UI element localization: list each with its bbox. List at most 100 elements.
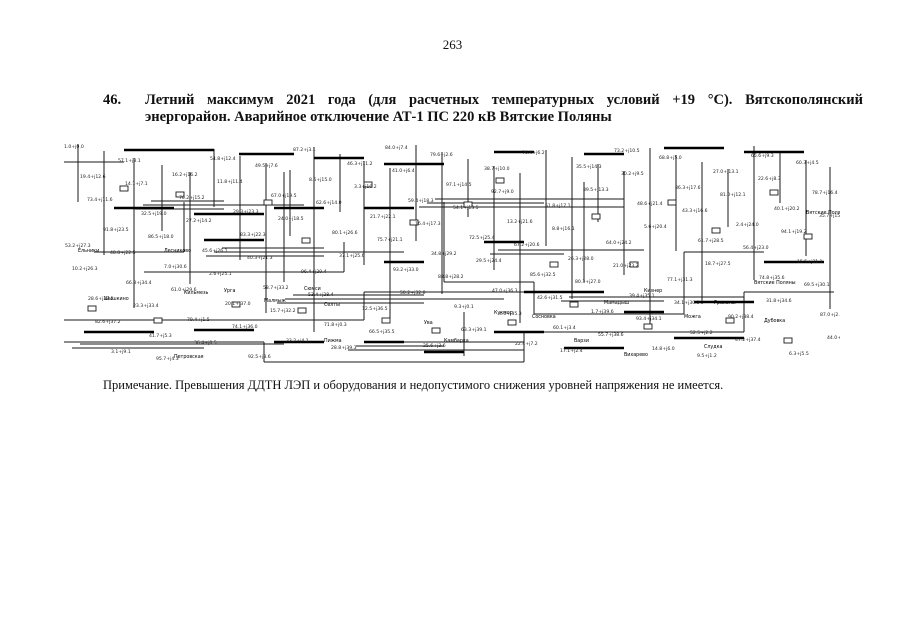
schematic-value-label: 3.1+j9.1 <box>111 349 131 355</box>
schematic-value-label: 59.4+j18.3 <box>408 198 434 204</box>
schematic-value-label: 1.7+j39.6 <box>591 309 614 315</box>
schematic-value-label: 54.1+j13.5 <box>453 205 479 211</box>
schematic-node <box>495 177 505 184</box>
schematic-value-label: 4.0+j35.3 <box>499 311 522 317</box>
schematic-value-label: 87.0+j2.0 <box>820 312 840 318</box>
substation-name-label: Сосновка <box>532 314 556 320</box>
schematic-value-label: 34.8+j29.2 <box>431 251 457 257</box>
schematic-value-label: 91.8+j23.5 <box>103 227 129 233</box>
schematic-value-label: 92.7+j9.0 <box>491 189 514 195</box>
schematic-value-label: 72.5+j25.4 <box>469 235 495 241</box>
schematic-value-label: 83.3+j22.3 <box>240 232 266 238</box>
schematic-value-label: 43.3+j16.6 <box>682 208 708 214</box>
schematic-value-label: 33.2+j4.1 <box>286 338 309 344</box>
schematic-value-label: 42.6+j31.5 <box>537 295 563 301</box>
substation-name-label: Граханы <box>714 300 736 306</box>
schematic-value-label: 18.7+j27.5 <box>705 261 731 267</box>
schematic-value-label: 31.8+j34.6 <box>766 298 792 304</box>
schematic-value-label: 73.2+j10.5 <box>614 148 640 154</box>
schematic-value-label: 95.7+j4.3 <box>156 356 179 362</box>
schematic-value-label: 66.3+j34.4 <box>126 280 152 286</box>
schematic-value-label: 46.3+j11.2 <box>347 161 373 167</box>
schematic-value-label: 74.1+j36.0 <box>232 324 258 330</box>
schematic-value-label: 68.8+j5.0 <box>659 155 682 161</box>
schematic-value-label: 86.3+j17.6 <box>675 185 701 191</box>
substation-name-label: Кукмор <box>494 310 513 316</box>
substation-name-label: Варзи <box>574 338 589 344</box>
schematic-value-label: 14.1+j7.1 <box>125 181 148 187</box>
schematic-node <box>569 301 579 308</box>
schematic-value-label: 48.6+j21.4 <box>637 201 663 207</box>
schematic-value-label: 5.6+j20.4 <box>644 224 667 230</box>
schematic-value-label: 53.4+j28.4 <box>308 292 334 298</box>
schematic-value-label: 38.7+j10.0 <box>484 166 510 172</box>
schematic-value-label: 65.6+j9.3 <box>751 153 774 159</box>
schematic-value-label: 57.1+j8.1 <box>118 158 141 164</box>
schematic-value-label: 67.0+j19.5 <box>271 193 297 199</box>
substation-name-label: Камбарка <box>444 338 469 344</box>
schematic-value-label: 2.4+j24.0 <box>736 222 759 228</box>
schematic-value-label: 32.5+j19.0 <box>141 211 167 217</box>
substation-name-label: Шишкино <box>104 296 129 302</box>
schematic-value-label: 66.5+j35.5 <box>369 329 395 335</box>
schematic-value-label: 86.5+j18.0 <box>148 234 174 240</box>
schematic-node <box>301 237 311 244</box>
schematic-value-label: 60.3+j4.5 <box>796 160 819 166</box>
schematic-value-label: 79.6+j2.6 <box>430 152 453 158</box>
schematic-value-label: 30.2+j9.5 <box>621 171 644 177</box>
schematic-value-label: 13.2+j21.6 <box>507 219 533 225</box>
schematic-value-label: 45.6+j26.1 <box>202 248 228 254</box>
schematic-value-label: 6.3+j5.5 <box>789 351 809 357</box>
schematic-value-label: 80.1+j26.6 <box>332 230 358 236</box>
schematic-value-label: 27.0+j13.1 <box>713 169 739 175</box>
schematic-value-label: 90.2+j38.4 <box>728 314 754 320</box>
schematic-value-label: 77.1+j31.3 <box>667 277 693 283</box>
schematic-node <box>431 327 441 334</box>
schematic-value-label: 29.3+j23.3 <box>233 209 259 215</box>
schematic-value-label: 2.6+j25.1 <box>209 271 232 277</box>
schematic-value-label: 34.1+j30.3 <box>674 300 700 306</box>
schematic-value-label: 93.2+j33.0 <box>393 267 419 273</box>
section-title-line-2: энергорайон. Аварийное отключение АТ-1 П… <box>145 109 612 125</box>
schematic-value-label: 12.5+j36.5 <box>362 306 388 312</box>
substation-name-label: Слудка <box>704 344 722 350</box>
schematic-value-label: 56.4+j23.0 <box>743 245 769 251</box>
schematic-node <box>153 317 163 324</box>
schematic-value-label: 82.6+j37.2 <box>95 319 121 325</box>
schematic-node <box>463 201 473 208</box>
schematic-node <box>507 319 517 326</box>
schematic-value-label: 71.8+j0.3 <box>324 322 347 328</box>
schematic-value-label: 92.5+j8.6 <box>248 354 271 360</box>
schematic-value-label: 67.2+j20.6 <box>514 242 540 248</box>
substation-name-label: Пижма <box>324 338 342 344</box>
schematic-value-label: 76.4+j6.2 <box>522 150 545 156</box>
substation-name-label: Кизнер <box>644 288 662 294</box>
schematic-value-label: 63.3+j39.1 <box>461 327 487 333</box>
schematic-value-label: 29.5+j24.4 <box>476 258 502 264</box>
schematic-value-label: 96.4+j29.4 <box>301 269 327 275</box>
schematic-value-label: 39.4+j35.1 <box>629 293 655 299</box>
schematic-value-label: 23.3+j33.4 <box>133 303 159 309</box>
schematic-value-label: 50.2+j32.0 <box>400 290 426 296</box>
schematic-value-label: 7.0+j30.6 <box>164 264 187 270</box>
schematic-node <box>667 199 677 206</box>
schematic-node <box>263 199 273 206</box>
schematic-value-label: 89.5+j13.3 <box>583 187 609 193</box>
schematic-value-label: 3.3+j10.2 <box>354 184 377 190</box>
schematic-value-label: 10.2+j26.3 <box>72 266 98 272</box>
schematic-value-label: 64.0+j24.2 <box>606 240 632 246</box>
schematic-value-label: 41.0+j6.4 <box>392 168 415 174</box>
schematic-node <box>629 261 639 268</box>
schematic-value-label: 15.7+j32.2 <box>270 308 296 314</box>
schematic-value-label: 61.7+j28.5 <box>698 238 724 244</box>
schematic-value-label: 87.2+j3.1 <box>293 147 316 153</box>
schematic-value-label: 11.8+j11.4 <box>217 179 243 185</box>
schematic-value-label: 9.5+j1.2 <box>697 353 717 359</box>
schematic-node <box>643 323 653 330</box>
schematic-node <box>783 337 793 344</box>
section-title-line-1: Летний максимум 2021 года (для расчетных… <box>145 92 863 108</box>
schematic-node <box>87 305 97 312</box>
schematic-node <box>591 213 601 220</box>
schematic-node <box>363 181 373 188</box>
